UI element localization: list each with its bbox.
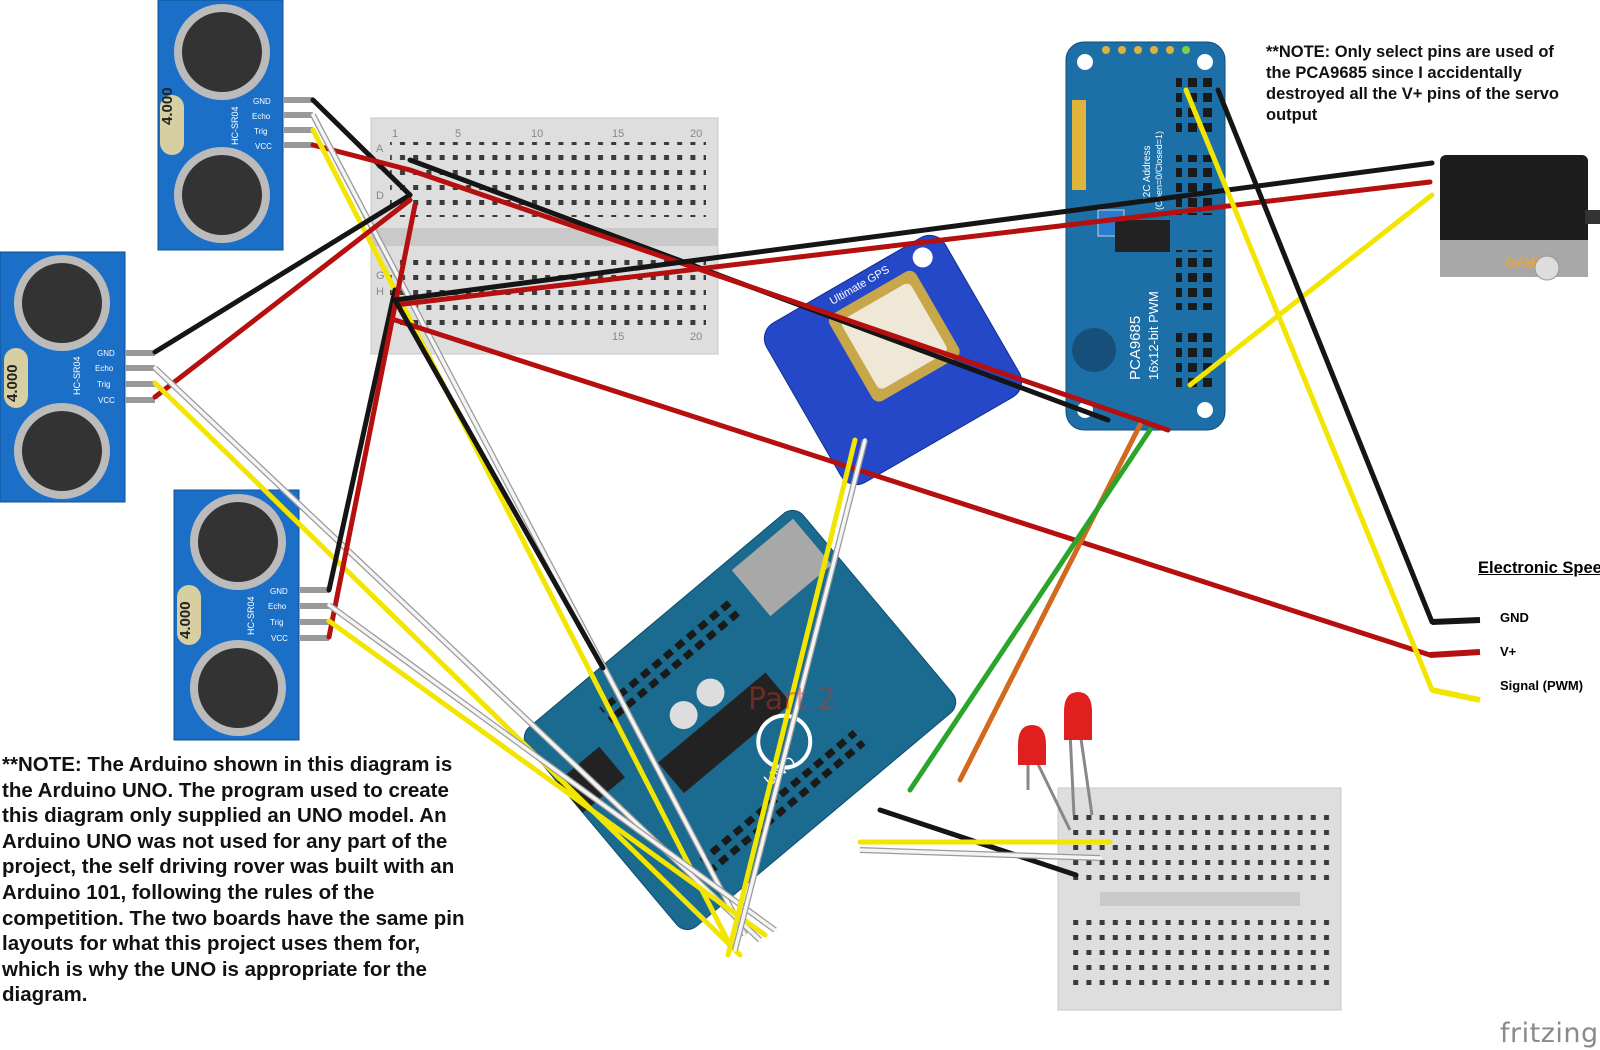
svg-text:15: 15 [612,128,624,140]
wire-yellow-4 [310,127,733,948]
wire-orange-24 [957,422,1143,783]
wire-red-16 [392,179,1433,308]
svg-text:GND: GND [270,587,288,596]
svg-text:Echo: Echo [268,602,287,611]
wire-black-9 [326,287,398,593]
svg-text:VCC: VCC [98,396,115,405]
svg-text:4.000: 4.000 [4,364,21,402]
svg-text:Echo: Echo [95,364,114,373]
svg-text:20: 20 [690,331,702,343]
svg-text:Echo: Echo [252,112,271,121]
gps-module: Ultimate GPS [763,234,1023,486]
fritzing-logo: fritzing [1500,1018,1599,1049]
wire-yellow-8 [152,380,743,958]
svg-text:Trig: Trig [270,618,283,627]
wire-black-21 [1215,87,1435,625]
svg-text:HC-SR04: HC-SR04 [230,106,240,145]
wire-white-11 [327,603,777,932]
wire-white-23 [733,438,867,952]
svg-text:20: 20 [690,128,702,140]
esc-title: Electronic Speed Control [1478,559,1600,577]
svg-text:(Open=0/Closed=1): (Open=0/Closed=1) [1154,131,1164,210]
wire-black-0 [310,97,413,198]
wire-red-17 [392,317,1433,658]
svg-text:Trig: Trig [97,380,110,389]
svg-text:G: G [376,270,385,282]
servo: SERVO [1440,155,1600,281]
svg-text:Trig: Trig [254,127,267,136]
wire-green-25 [907,427,1153,793]
svg-text:4.000: 4.000 [177,601,194,639]
svg-text:4.000: 4.000 [159,87,176,125]
svg-text:16x12-bit PWM: 16x12-bit PWM [1146,291,1161,380]
arduino-note: **NOTE: The Arduino shown in this diagra… [2,753,465,1007]
svg-text:5: 5 [455,128,461,140]
esc-vplus-label: V+ [1500,644,1517,659]
esc-lead-yellow [1431,687,1481,703]
svg-text:VCC: VCC [255,142,272,151]
svg-text:15: 15 [612,331,624,343]
wire-yellow-12 [326,618,768,938]
svg-text:VCC: VCC [271,634,288,643]
red-led-1 [1018,725,1072,831]
wire-yellow-19 [1187,192,1435,388]
wire-black-5 [152,192,413,355]
breadboard-bottom [1057,787,1342,1011]
svg-text:10: 10 [531,128,543,140]
svg-text:GND: GND [97,349,115,358]
svg-text:A: A [376,143,384,155]
watermark: Part 2 [748,682,836,717]
svg-text:PCA9685: PCA9685 [1127,316,1144,380]
wire-yellow-20 [1183,87,1435,693]
arduino-uno: UNO [523,509,957,931]
esc-lead-black [1431,617,1481,625]
esc-gnd-label: GND [1500,610,1529,625]
svg-text:H: H [376,286,384,298]
red-led-2 [1064,692,1094,816]
svg-text:GND: GND [253,97,271,106]
wire-red-10 [326,202,418,640]
wire-black-18 [392,297,606,671]
wire-white-3 [311,113,747,937]
pca9685-board: PCA9685 16x12-bit PWM I2C Address (Open=… [1065,41,1226,431]
svg-text:1: 1 [392,128,398,140]
svg-text:I2C Address: I2C Address [1142,146,1153,200]
svg-text:HC-SR04: HC-SR04 [246,596,256,635]
svg-text:HC-SR04: HC-SR04 [72,356,82,395]
pca9685-note: **NOTE: Only select pins are used of the… [1266,43,1559,124]
svg-text:D: D [376,190,384,202]
esc-lead-red [1429,649,1481,658]
wire-red-14 [407,167,1171,433]
wires [152,87,1481,958]
esc-signal-label: Signal (PWM) [1500,678,1584,693]
wire-yellow-22 [725,437,858,958]
wire-red-6 [152,197,413,400]
wire-white-28 [858,848,1102,860]
